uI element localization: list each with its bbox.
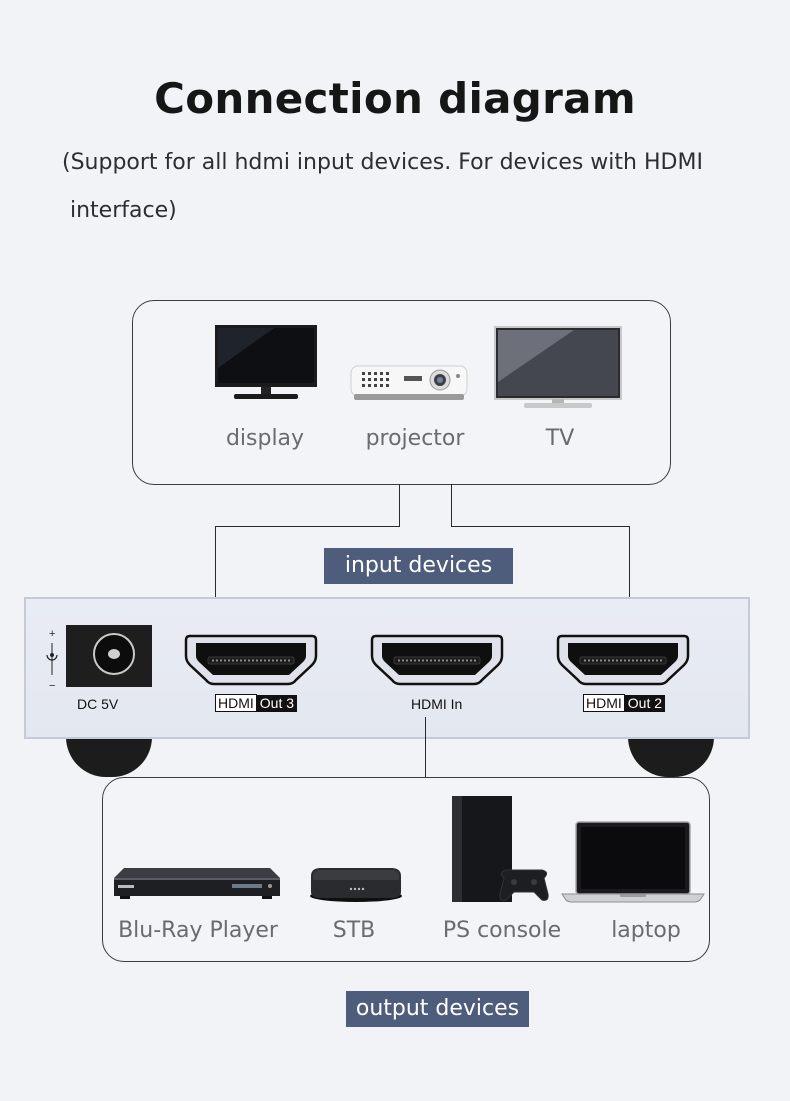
device-label-projector: projector [365,426,465,451]
device-label-tv: TV [545,426,575,451]
dc-jack-pin [108,649,120,659]
dc-plus-sign: + [49,628,56,640]
device-label-display: display [225,426,305,451]
subtitle-line-1: (Support for all hdmi input devices. For… [62,150,703,175]
connector-line [215,526,400,527]
tv-icon [494,326,622,408]
dc-power-jack[interactable] [66,625,152,687]
device-label-blu-ray: Blu-Ray Player [118,918,278,943]
connector-line [215,526,216,659]
blu-ray-player-icon [114,868,280,899]
projector-icon [350,365,468,400]
hdmi-port-out2-icon[interactable] [556,634,690,686]
laptop-icon [561,821,705,903]
input-devices-tag: input devices [324,548,513,584]
out-badge: Out 3 [256,695,298,712]
set-top-box-icon [310,868,402,902]
device-label-ps-console: PS console [442,918,562,943]
connector-line [425,717,426,778]
page-title: Connection diagram [154,74,636,123]
port-label-in: HDMI In [411,696,463,712]
connector-line [399,484,400,527]
connector-line [451,484,452,527]
device-foot [66,737,152,777]
connector-line [451,526,630,527]
hdmi-port-out3-icon[interactable] [184,634,318,686]
out-badge: Out 2 [624,695,666,712]
display-monitor-icon [215,325,317,399]
hdmi-badge: HDMI [583,694,625,712]
ps-console-icon [452,796,549,902]
hdmi-port-in-icon[interactable] [370,634,504,686]
device-foot [628,737,714,777]
dc-minus-sign: − [49,680,56,692]
device-label-laptop: laptop [611,918,681,943]
output-devices-tag: output devices [346,991,529,1027]
connector-line [629,526,630,659]
dc-polarity-icon [46,643,58,675]
subtitle-line-2: interface) [70,198,177,223]
device-label-stb: STB [332,918,376,943]
dc-label: DC 5V [77,696,119,712]
hdmi-badge: HDMI [215,694,257,712]
